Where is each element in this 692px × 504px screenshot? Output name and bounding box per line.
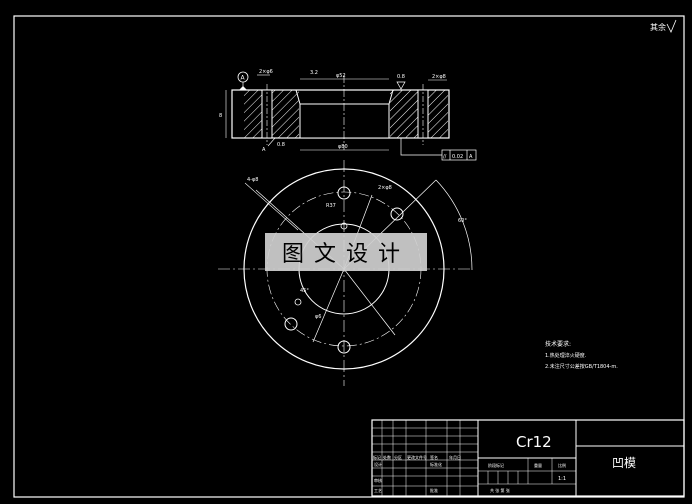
drawing-border: [13, 15, 685, 498]
hole-lower-left: [284, 317, 298, 331]
bottom-left-leader: [267, 137, 276, 147]
dim-plan-small-a: φ6: [315, 314, 321, 320]
dim-plan-small-b: 45°: [300, 288, 309, 294]
hole-upper-right: [390, 207, 404, 221]
plan-view: 60° 4-φ8 2×φ8 R37 φ6 45°: [218, 160, 473, 386]
tolerance-datum: A: [469, 154, 473, 160]
dim-bottom-center: φ80: [338, 144, 348, 150]
tech-item-1: 1.热处理淬火硬度.: [545, 352, 587, 359]
part-name: 凹模: [612, 456, 636, 470]
tolerance-symbol: //: [443, 154, 447, 160]
dim-top-left: 2×φ6: [259, 69, 273, 75]
tolerance-leader: [400, 138, 442, 156]
tolerance-frame: // 0.02 A: [441, 149, 477, 161]
dim-angle: 60°: [458, 218, 467, 224]
watermark-label: 图文设计: [265, 233, 427, 271]
tech-item-2: 2.未注尺寸公差按GB/T1804-m.: [545, 363, 618, 370]
hole-inner-top: [340, 222, 348, 230]
row-label-5: 年月日: [449, 454, 461, 460]
roughness-symbol: [666, 19, 677, 33]
radial-line-4: [343, 268, 396, 336]
designer-label: 设计: [374, 461, 382, 467]
dim-top-right-b: 2×φ8: [432, 74, 446, 80]
dim-bottom-left-a: A: [262, 147, 266, 153]
hole-top: [337, 186, 351, 200]
hole-bottom: [337, 340, 351, 354]
scale-value: 1:1: [558, 476, 566, 482]
review-label: 审核: [374, 477, 382, 483]
stage-label: 阶段标记: [488, 462, 504, 468]
bore-chamfer-l: [295, 89, 301, 105]
material-label: Cr12: [516, 433, 552, 451]
standardize-label: 标准化: [430, 461, 442, 467]
tech-title: 技术要求:: [545, 340, 571, 348]
bore-chamfer-r: [388, 89, 394, 105]
tolerance-value: 0.02: [452, 154, 463, 160]
process-label: 工艺: [374, 488, 382, 493]
row-label-1: 处数: [383, 454, 391, 460]
row-label-4: 签名: [430, 454, 438, 460]
hole-inner-left: [294, 298, 302, 306]
dim-top-center: φ52: [336, 73, 346, 79]
dim-plan-top-left: 4-φ8: [247, 177, 258, 183]
dim-top-right-a: 0.8: [397, 74, 405, 80]
roughness-mark-top: [396, 81, 406, 90]
center-bore: [299, 103, 390, 139]
top-left-leader: [244, 182, 299, 231]
section-view: φ52 3.2 φ80 8 2×φ6 2×φ8 0.8 A A 0.8: [219, 69, 450, 156]
scale-label: 比例: [558, 462, 566, 468]
radial-line-3: [312, 268, 345, 343]
title-block: [371, 419, 685, 497]
row-label-0: 标记: [373, 454, 381, 460]
corner-code: 其余: [650, 22, 666, 32]
row-label-2: 分区: [394, 454, 402, 460]
datum-triangle: [239, 86, 247, 90]
row-label-3: 更改文件号: [407, 454, 427, 460]
sheet-text: 共 张 第 张: [490, 487, 510, 493]
angle-arc: [435, 179, 473, 271]
weight-label: 重量: [534, 462, 542, 468]
dim-bottom-left-b: 0.8: [277, 142, 285, 148]
dim-left-height: 8: [219, 113, 222, 119]
datum-label: A: [241, 75, 246, 82]
approve-label: 批准: [430, 487, 438, 493]
dim-top-mid: 3.2: [310, 70, 318, 76]
dim-plan-radius: R37: [326, 203, 336, 209]
tech-requirements: 技术要求: 1.热处理淬火硬度. 2.未注尺寸公差按GB/T1804-m.: [545, 340, 618, 370]
dim-plan-inner: 2×φ8: [378, 185, 392, 191]
